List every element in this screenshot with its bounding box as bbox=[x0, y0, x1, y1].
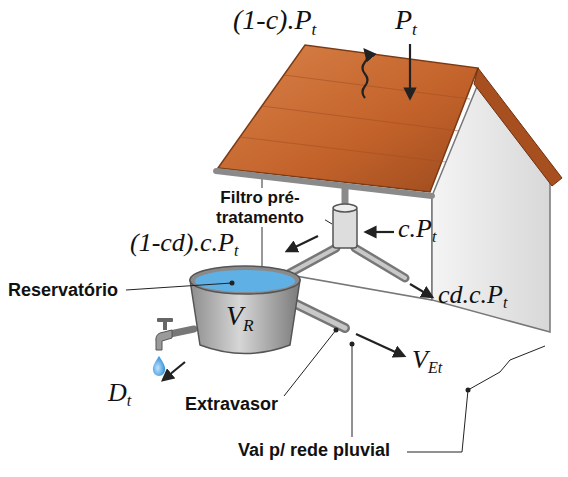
label-holder: c.Pt bbox=[398, 214, 436, 244]
flow-arrows bbox=[163, 44, 432, 380]
part-name: Reservatório bbox=[8, 280, 118, 301]
flow-label: cd.c.Pt bbox=[438, 280, 507, 310]
roof-tiles bbox=[240, 75, 470, 162]
roof bbox=[218, 45, 478, 192]
label-holder: (1-c).Pt bbox=[233, 4, 316, 36]
flow-label: Dt bbox=[108, 378, 131, 408]
flow-label: c.Pt bbox=[398, 214, 436, 244]
filter bbox=[333, 204, 357, 248]
label-holder: Reservatório bbox=[8, 280, 118, 301]
part-name: Filtro pré-tratamento bbox=[195, 188, 325, 227]
faucet bbox=[156, 318, 173, 350]
label-holder: (1-cd).c.Pt bbox=[130, 228, 238, 258]
flow-label: VEt bbox=[412, 345, 442, 375]
label-holder: cd.c.Pt bbox=[438, 280, 507, 310]
part-name: Vai p/ rede pluvial bbox=[238, 440, 390, 461]
label-holder: Extravasor bbox=[185, 394, 278, 415]
flow-label: (1-c).Pt bbox=[233, 4, 316, 36]
label-holder: Dt bbox=[108, 378, 131, 408]
water-drop bbox=[153, 356, 165, 376]
label-holder: Filtro pré-tratamento bbox=[195, 188, 325, 227]
reservoir bbox=[190, 266, 300, 354]
label-holder: Vai p/ rede pluvial bbox=[238, 440, 390, 461]
part-name: Extravasor bbox=[185, 394, 278, 415]
label-holder: VR bbox=[226, 300, 254, 332]
label-holder: VEt bbox=[412, 345, 442, 375]
flow-label: (1-cd).c.Pt bbox=[130, 228, 238, 258]
flow-label: Pt bbox=[395, 4, 417, 36]
volume-label: VR bbox=[226, 300, 254, 332]
roof-edge bbox=[474, 68, 562, 186]
leader-dots bbox=[230, 281, 471, 393]
label-holder: Pt bbox=[395, 4, 417, 36]
leader-lines bbox=[126, 218, 545, 452]
